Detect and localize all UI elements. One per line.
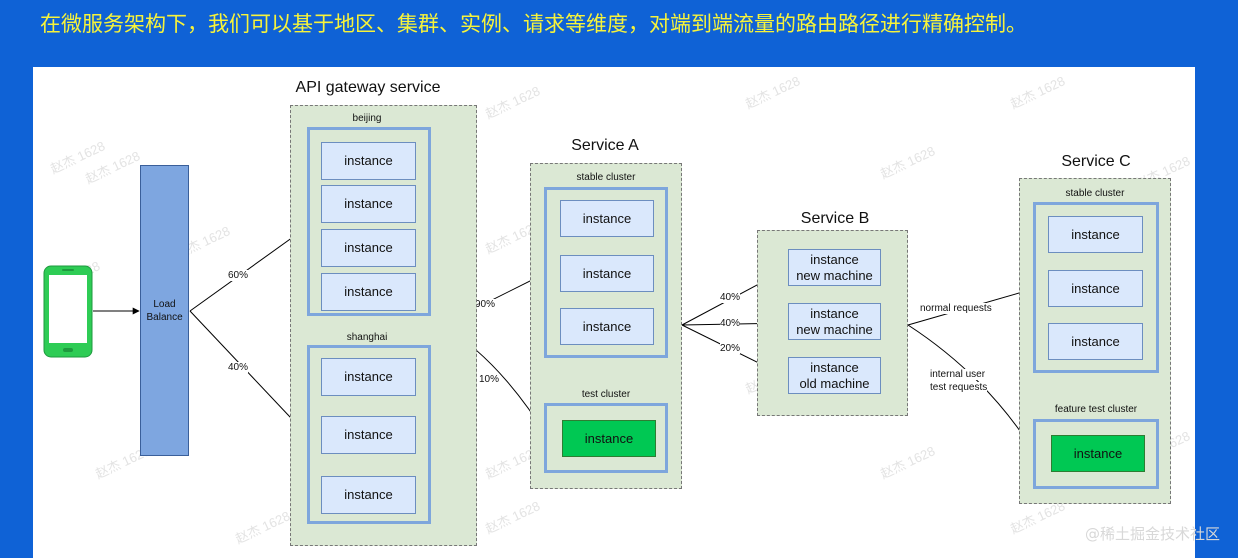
edge-label: 40% <box>228 362 249 373</box>
edge-lb-to-beijing <box>189 226 308 312</box>
test-instance-box: instance <box>562 420 656 457</box>
instance-box: instance <box>1048 323 1143 360</box>
edge-label: test requests <box>930 382 988 393</box>
test-instance-box: instance <box>1051 435 1145 472</box>
edge-label: 10% <box>479 374 500 385</box>
instance-box: instance <box>321 416 416 454</box>
instance-box: instance <box>321 185 416 223</box>
service-a-title: Service A <box>571 137 639 154</box>
machine-label: new machine <box>796 267 873 283</box>
edge-label: internal user <box>930 369 986 380</box>
footer-watermark: @稀土掘金技术社区 <box>1084 525 1220 543</box>
service-c-feature-label: feature test cluster <box>1054 404 1138 415</box>
service-c-feature-cluster <box>1033 419 1159 489</box>
service-a-stable-cluster <box>544 187 668 358</box>
service-a-test-cluster <box>544 403 668 473</box>
beijing-cluster <box>307 127 431 316</box>
gateway-title: API gateway service <box>295 79 441 96</box>
caption: 在微服务架构下，我们可以基于地区、集群、实例、请求等维度，对端到端流量的路由路径… <box>40 12 1027 36</box>
diagram-canvas: 赵杰 1628 赵杰 1628 赵杰 1628 赵杰 1628 赵杰 1628 … <box>33 67 1195 558</box>
region-label-beijing: beijing <box>352 113 382 124</box>
instance-box-new-machine: instance new machine <box>788 303 881 340</box>
instance-label: instance <box>810 305 859 321</box>
service-a-stable-label: stable cluster <box>576 172 636 183</box>
instance-box: instance <box>321 273 416 311</box>
instance-box: instance <box>321 142 416 180</box>
service-b-title: Service B <box>800 210 870 227</box>
edge-label: 90% <box>475 299 496 310</box>
edge-label: normal requests <box>920 303 992 314</box>
machine-label: old machine <box>799 375 870 391</box>
phone-icon <box>43 265 93 358</box>
service-c-stable-cluster <box>1033 202 1159 373</box>
instance-box: instance <box>321 358 416 396</box>
instance-label: instance <box>810 359 859 375</box>
service-c-stable-label: stable cluster <box>1065 188 1125 199</box>
load-balancer: Load Balance <box>140 165 189 456</box>
region-label-shanghai: shanghai <box>346 332 388 343</box>
instance-box: instance <box>560 255 654 292</box>
instance-box-old-machine: instance old machine <box>788 357 881 394</box>
edge-label: 40% <box>720 292 741 303</box>
edge-label: 40% <box>720 318 741 329</box>
load-balancer-label: Load Balance <box>146 298 183 323</box>
machine-label: new machine <box>796 321 873 337</box>
service-c-title: Service C <box>1061 153 1131 170</box>
instance-label: instance <box>810 251 859 267</box>
instance-box-new-machine: instance new machine <box>788 249 881 286</box>
instance-box: instance <box>321 476 416 514</box>
instance-box: instance <box>560 308 654 345</box>
edge-lb-to-shanghai <box>189 310 308 436</box>
instance-box: instance <box>321 229 416 267</box>
instance-box: instance <box>1048 216 1143 253</box>
service-a-test-label: test cluster <box>581 389 631 400</box>
instance-box: instance <box>1048 270 1143 307</box>
edge-label: 60% <box>228 270 249 281</box>
instance-box: instance <box>560 200 654 237</box>
shanghai-cluster <box>307 345 431 524</box>
edge-label: 20% <box>720 343 741 354</box>
